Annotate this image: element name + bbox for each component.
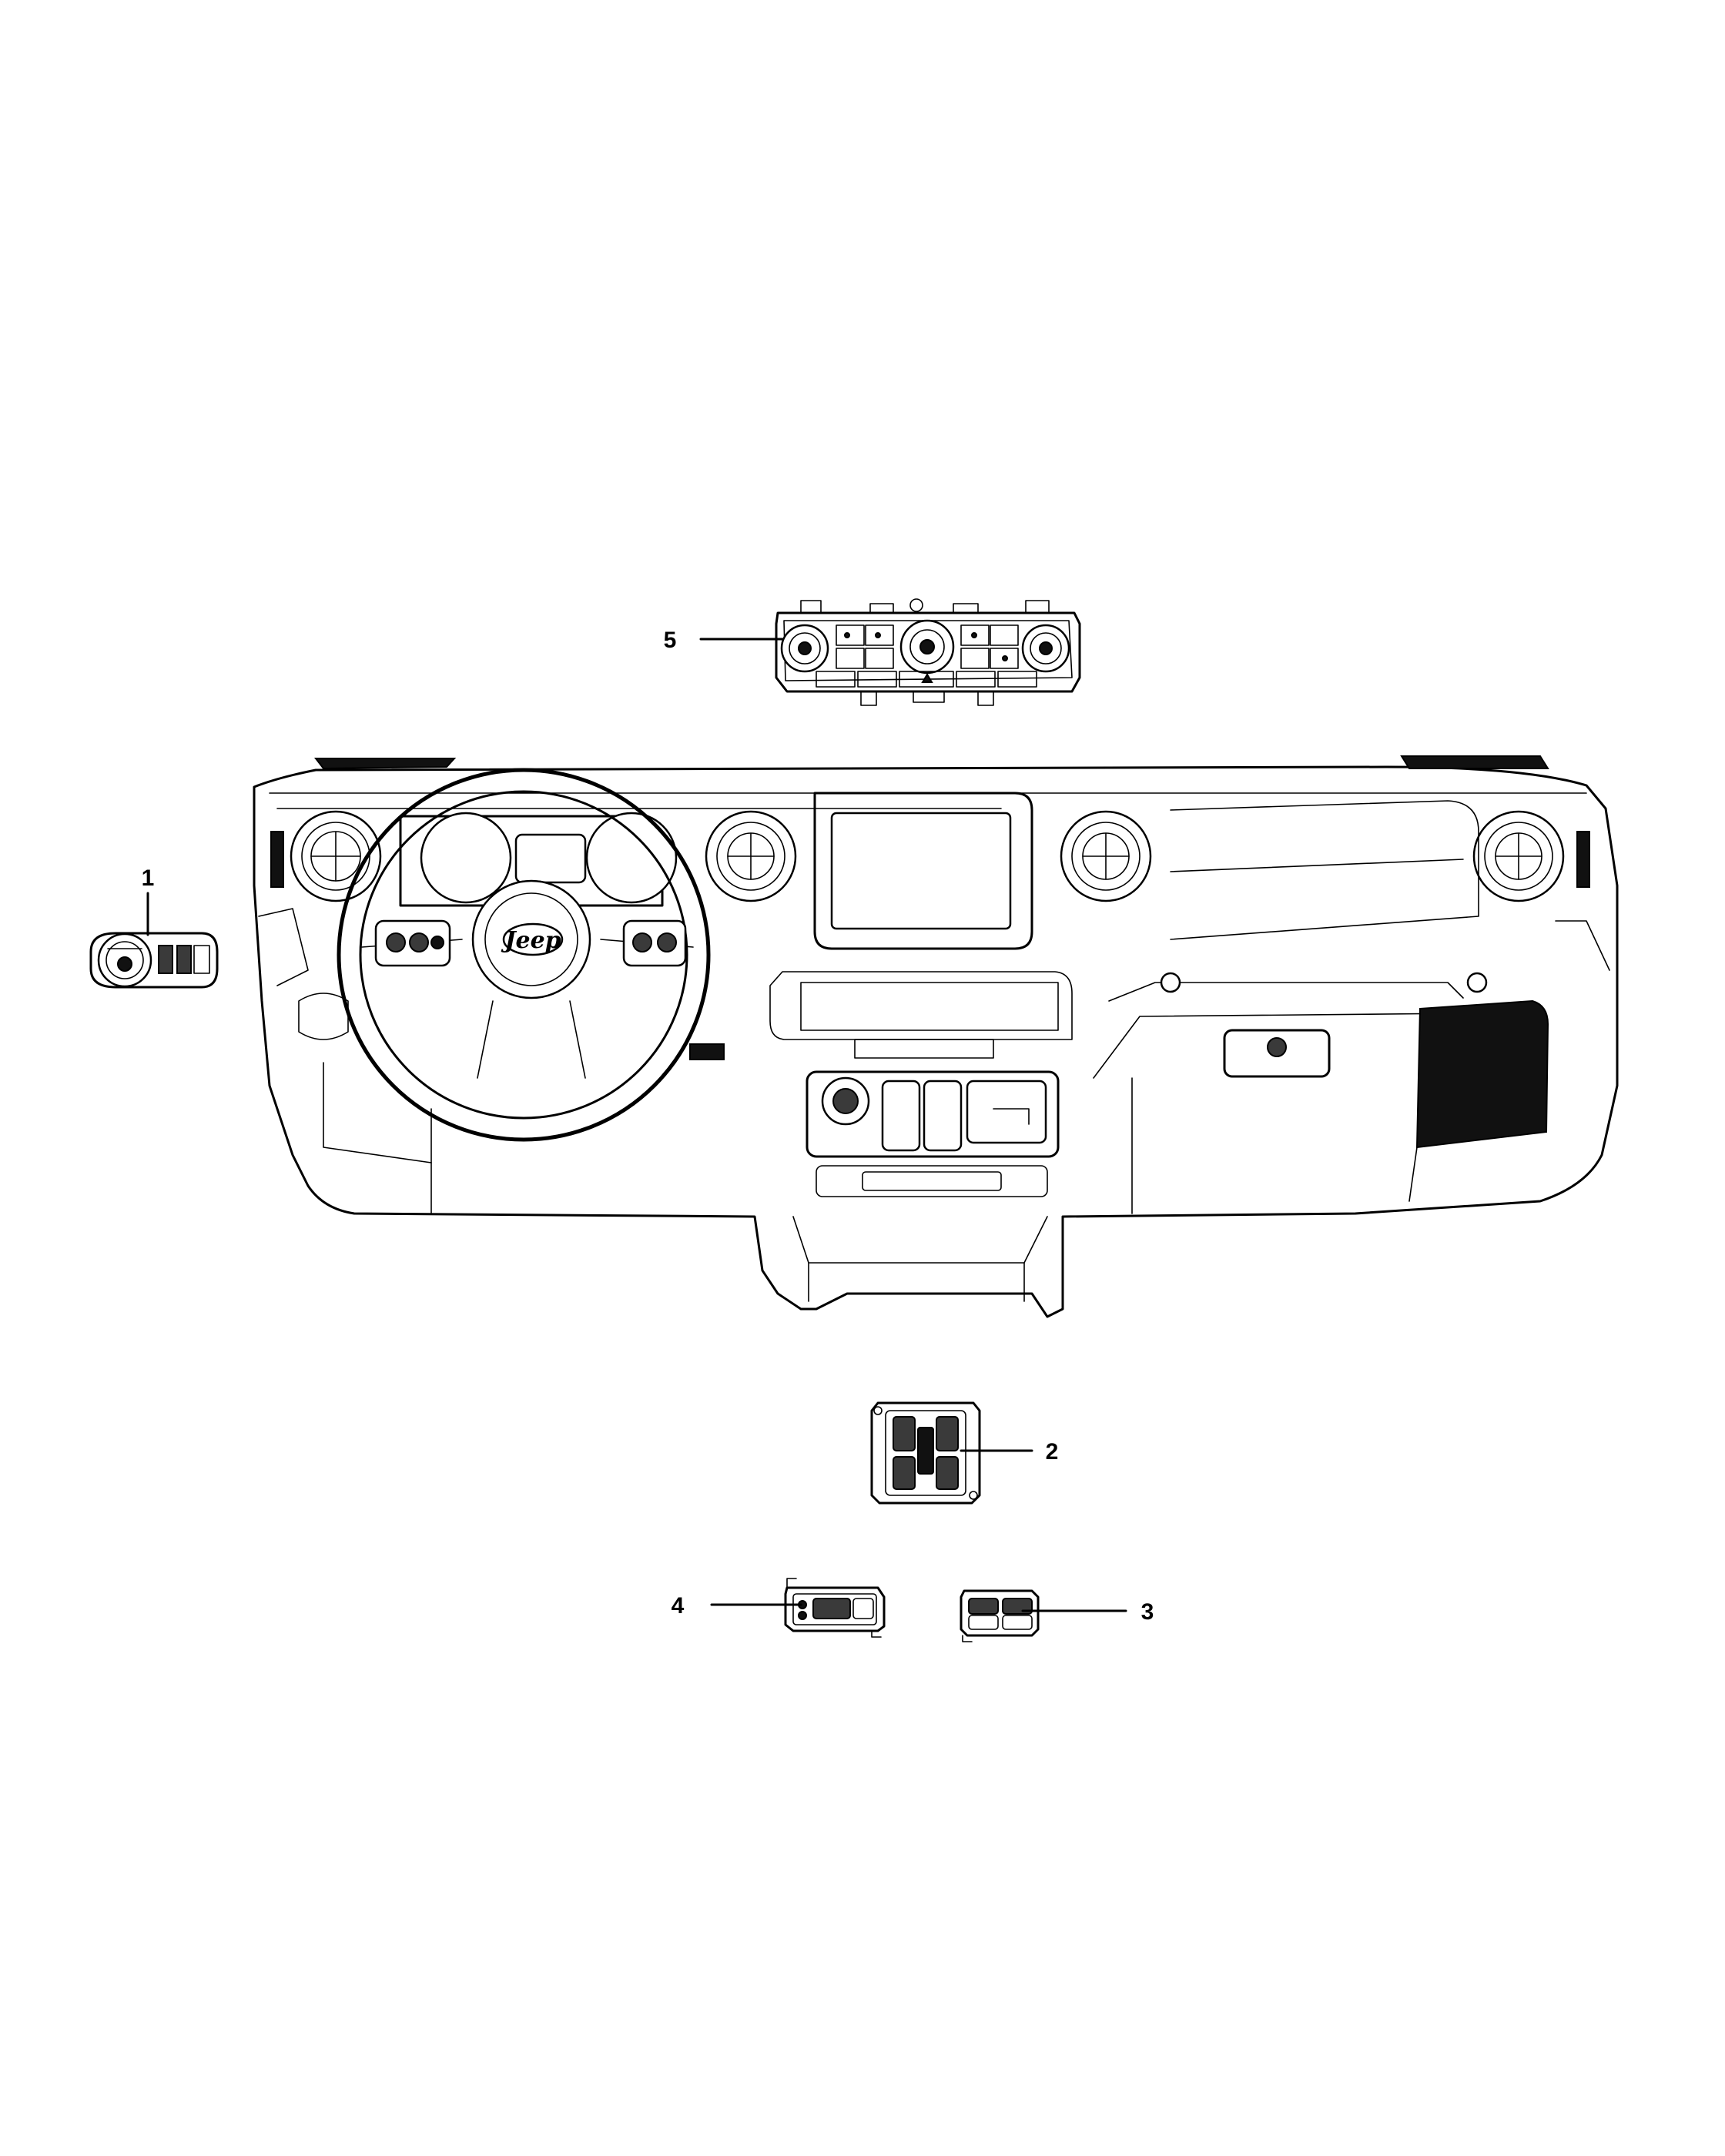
part-2-center-switch-bank xyxy=(870,1401,981,1505)
callout-5: 5 xyxy=(664,628,677,653)
steering-wheel-logo: Jeep xyxy=(501,927,561,954)
callout-3: 3 xyxy=(1141,1599,1154,1625)
callout-1: 1 xyxy=(142,865,155,891)
callout-leaders xyxy=(146,638,1127,1612)
part-4-switch-module xyxy=(784,1578,886,1638)
instrument-panel-dashboard: Jeep xyxy=(253,755,1619,1318)
callout-2: 2 xyxy=(1046,1439,1059,1465)
part-5-climate-control-panel xyxy=(775,598,1081,706)
part-3-switch-module xyxy=(960,1589,1040,1642)
callout-4: 4 xyxy=(672,1593,685,1619)
part-1-headlamp-switch xyxy=(89,932,219,989)
